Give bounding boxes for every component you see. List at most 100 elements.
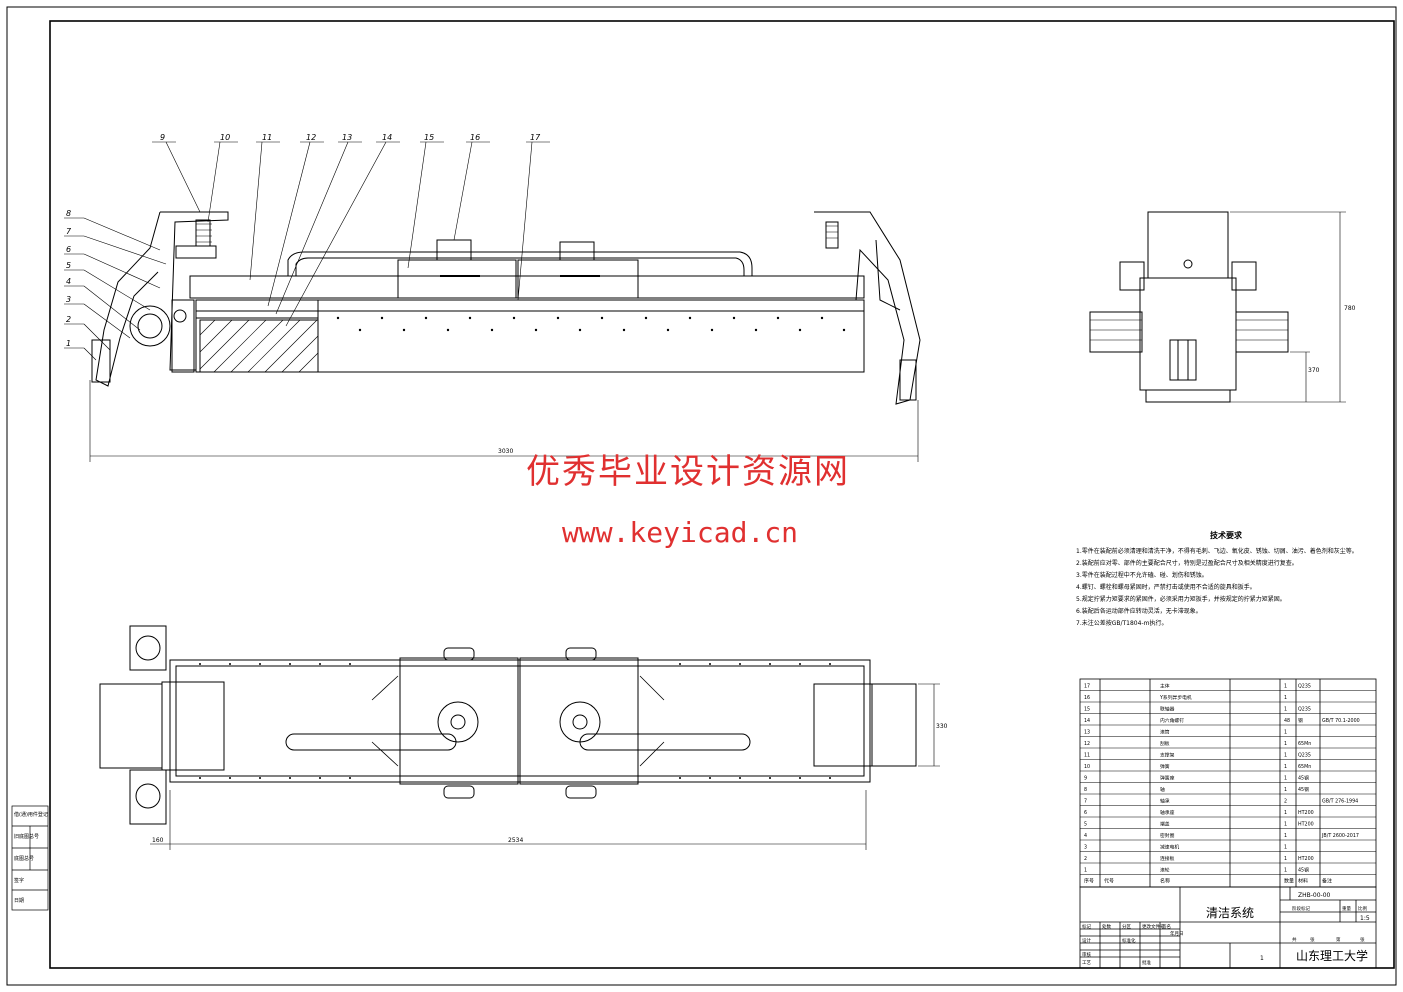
tb-cell-review: 审核 [1082,951,1091,958]
bom-header-name: 名称 [1160,878,1170,885]
bom-cell-name: 内六角螺钉 [1160,717,1184,724]
tb-cell-date: 年月日 [1170,930,1184,937]
plan-view [99,625,940,850]
balloon-16: 16 [470,133,480,142]
side-view [1089,211,1346,403]
bom-cell-no: 6 [1084,810,1087,816]
balloon-5: 5 [66,261,71,270]
tb-cell-scale-label: 比例 [1358,905,1367,912]
bom-cell-no: 9 [1084,776,1087,782]
tb-cell-sign: 签名 [1162,923,1171,930]
bom-cell-no: 14 [1084,718,1090,724]
bom-cell-name: 连接板 [1160,855,1175,862]
balloon-8: 8 [66,209,71,218]
bom-cell-mat: 45钢 [1298,867,1309,874]
bom-cell-no: 16 [1084,695,1090,701]
bom-cell-qty: 1 [1284,684,1287,690]
bom-cell-qty: 1 [1284,730,1287,736]
bom-cell-name: 滚筒 [1160,729,1170,736]
bom-cell-no: 5 [1084,822,1087,828]
tech-requirements-title: 技术要求 [1210,531,1242,540]
tb-cell-no: 第 [1336,936,1341,943]
balloon-7: 7 [66,227,72,236]
bom-cell-mat: Q235 [1298,707,1311,713]
bom-cell-no: 15 [1084,707,1090,713]
bom-cell-mat: 65Mn [1298,764,1311,770]
tb-cell-weight: 重量 [1342,905,1351,912]
balloon-10: 10 [220,133,230,142]
bom-header-no: 序号 [1084,878,1094,885]
bom-cell-name: 联轴器 [1160,706,1175,713]
bom-cell-name: 轴承座 [1160,809,1175,816]
dim-overall-top: 3030 [498,448,513,455]
balloon-6: 6 [66,245,71,254]
bom-cell-qty: 1 [1284,822,1287,828]
balloon-14: 14 [382,133,392,142]
bom-cell-mat: HT200 [1298,810,1314,816]
title-block [1079,886,1377,969]
bom-cell-no: 8 [1084,787,1087,793]
tb-cell-standard: 标准化 [1122,937,1136,944]
bom-cell-mat: 45钢 [1298,786,1309,793]
balloon-3: 3 [66,295,71,304]
bom-cell-name: 密封圈 [1160,832,1175,839]
bom-cell-mat: HT200 [1298,822,1314,828]
bom-cell-mat: Q235 [1298,684,1311,690]
bom-cell-note: GB/T 276-1994 [1322,799,1358,805]
dim-right-sub: 370 [1308,367,1320,374]
bom-cell-mat: Q235 [1298,753,1311,759]
bom-cell-name: 轴 [1160,786,1165,793]
bom-cell-mat: 65Mn [1298,741,1311,747]
bom-cell-no: 11 [1084,753,1090,759]
tb-cell-design: 设计 [1082,937,1091,944]
bom-cell-qty: 1 [1284,764,1287,770]
bom-cell-qty: 1 [1284,695,1287,701]
balloon-11: 11 [262,133,272,142]
bom-cell-qty: 1 [1284,741,1287,747]
bom-cell-qty: 1 [1284,787,1287,793]
balloon-1: 1 [66,339,71,348]
bom-header-note: 备注 [1322,878,1332,885]
bom-cell-no: 4 [1084,833,1087,839]
bom-header-mat: 材料 [1298,878,1308,885]
tech-line: 4.螺钉、螺栓和螺母紧固时，严禁打击或使用不合适的旋具和扳手。 [1076,584,1256,591]
tb-cell-count: 处数 [1102,923,1111,930]
bom-header-code: 代号 [1104,878,1114,885]
bom-cell-name: 滚轮 [1160,867,1170,874]
bom-cell-mat: HT200 [1298,856,1314,862]
balloon-17: 17 [530,133,541,142]
bom-cell-no: 12 [1084,741,1090,747]
balloon-9: 9 [160,133,165,142]
bom-cell-name: 端盖 [1160,821,1170,828]
bom-cell-qty: 48 [1284,718,1290,724]
bom-cell-qty: 1 [1284,868,1287,874]
bom-cell-name: 弹簧座 [1160,775,1175,782]
bom-cell-no: 10 [1084,764,1090,770]
bom-cell-name: 刮板 [1160,740,1170,747]
bom-cell-qty: 2 [1284,799,1287,805]
watermark-url[interactable]: www.keyicad.cn [562,516,799,549]
dim-left-offset: 160 [152,837,164,844]
tb-cell-process: 工艺 [1082,960,1091,966]
bom-cell-name: 主体 [1160,683,1170,690]
tech-requirements: 技术要求 1.零件在装配前必须清理和清洗干净，不得有毛刺、飞边、氧化皮、锈蚀、切… [1076,530,1376,630]
side-strip-2: 旧底图总号 [14,833,39,840]
tb-cell-sheet1: 张 [1310,936,1315,943]
bom-cell-qty: 1 [1284,810,1287,816]
tb-cell-stage: 阶段标记 [1292,905,1310,912]
bom-cell-qty: 1 [1284,856,1287,862]
bom-cell-note: GB/T 70.1-2000 [1322,718,1360,724]
side-strip-3: 底图总号 [14,855,34,862]
bom-cell-qty: 1 [1284,707,1287,713]
drawing-qty: 1 [1260,955,1264,962]
side-strip-4: 签字 [14,877,24,884]
front-view [64,141,921,462]
tech-line: 3.零件在装配过程中不允许磕、碰、划伤和锈蚀。 [1076,572,1208,579]
bom-cell-no: 3 [1084,845,1087,851]
drawing-name: 清洁系统 [1206,906,1254,920]
bom-cell-mat: 45钢 [1298,775,1309,782]
tb-cell-doc: 更改文件号 [1142,923,1165,930]
bom-cell-name: 弹簧 [1160,763,1170,770]
bom-cell-no: 1 [1084,868,1087,874]
